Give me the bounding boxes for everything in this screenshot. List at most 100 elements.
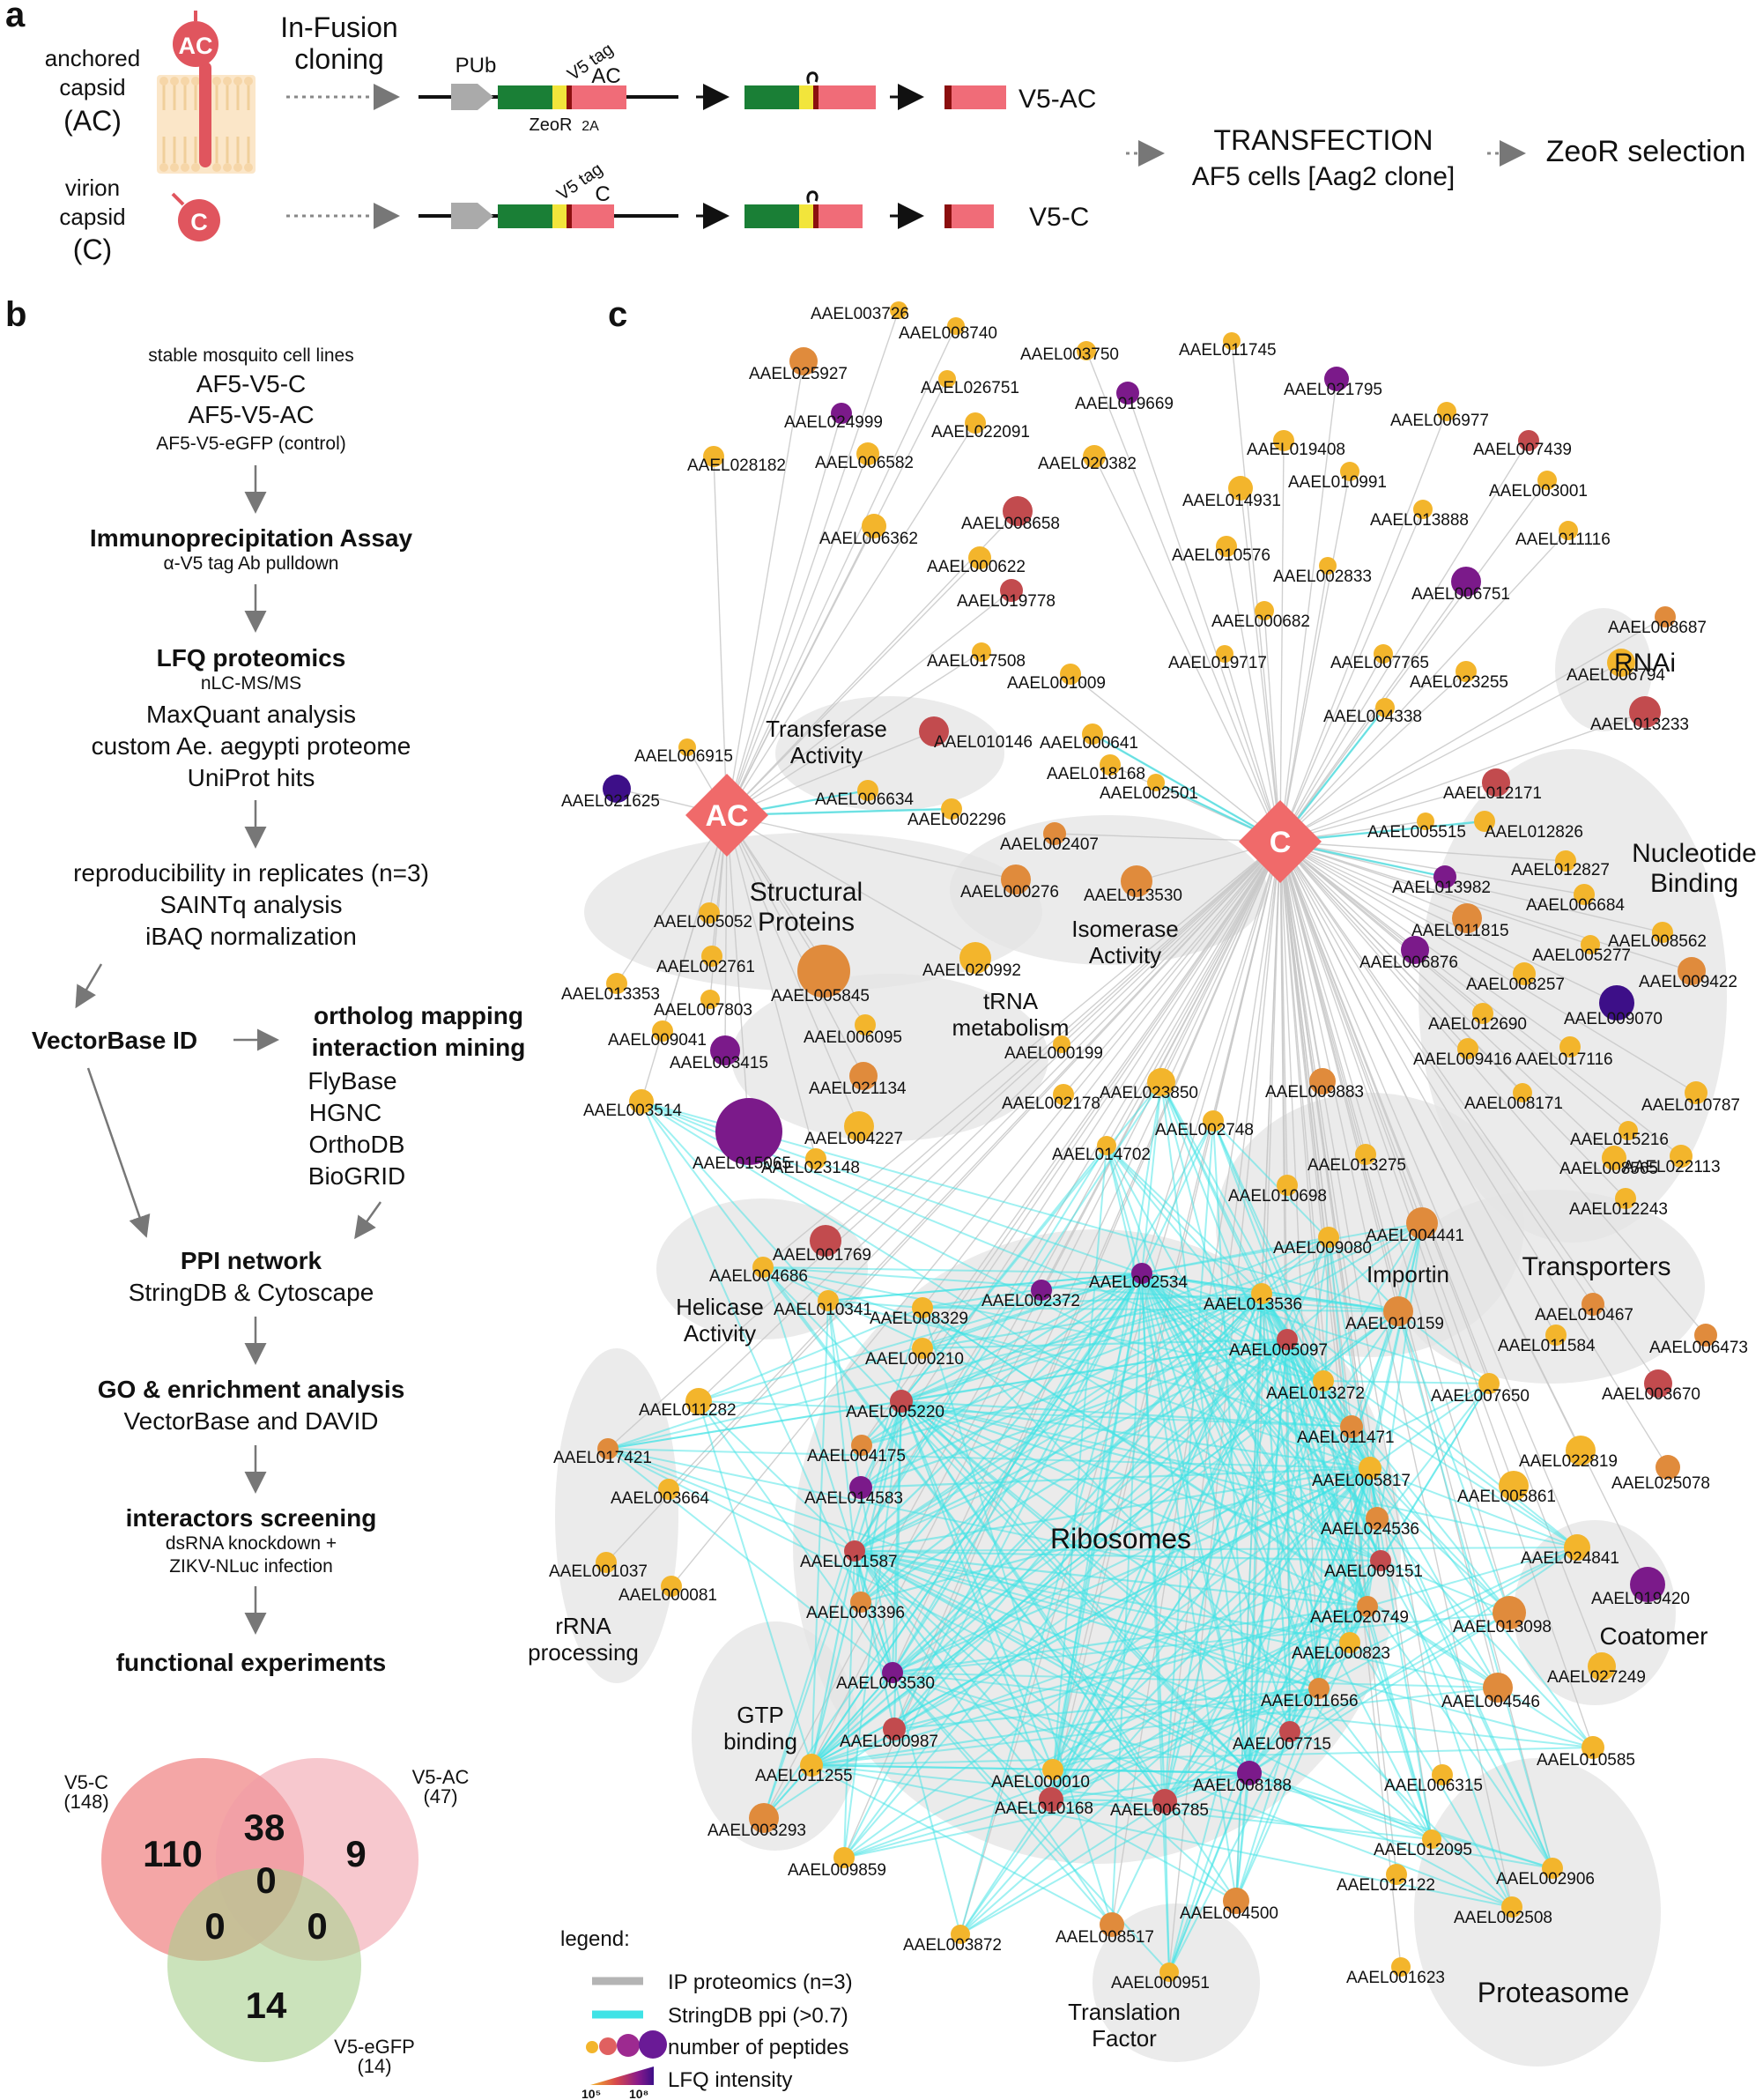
node-circle[interactable] xyxy=(1216,536,1237,557)
node-circle[interactable] xyxy=(849,1062,878,1090)
node-circle[interactable] xyxy=(1131,1263,1152,1284)
protein-node[interactable]: AAEL006095 xyxy=(804,1014,902,1047)
protein-node[interactable]: AAEL019669 xyxy=(1075,382,1174,413)
protein-node[interactable]: AAEL013982 xyxy=(1392,865,1491,897)
node-circle[interactable] xyxy=(1308,1678,1330,1699)
protein-node[interactable]: AAEL014931 xyxy=(1182,476,1281,510)
protein-node[interactable]: AAEL012826 xyxy=(1474,811,1583,842)
node-circle[interactable] xyxy=(1582,1293,1604,1316)
node-circle[interactable] xyxy=(1039,1787,1063,1812)
node-circle[interactable] xyxy=(1602,1146,1626,1170)
protein-node[interactable]: AAEL021625 xyxy=(561,775,660,811)
protein-node[interactable]: AAEL008565 xyxy=(1559,1146,1658,1178)
node-circle[interactable] xyxy=(1542,1858,1563,1879)
protein-node[interactable]: AAEL013888 xyxy=(1370,500,1469,530)
node-circle[interactable] xyxy=(1001,864,1031,894)
node-circle[interactable] xyxy=(1581,935,1600,954)
protein-node[interactable]: AAEL001009 xyxy=(1007,664,1106,693)
protein-node[interactable]: AAEL010585 xyxy=(1537,1736,1635,1770)
node-circle[interactable] xyxy=(1678,957,1706,985)
protein-node[interactable]: AAEL021795 xyxy=(1284,367,1382,399)
protein-node[interactable]: AAEL004686 xyxy=(709,1257,808,1286)
protein-node[interactable]: AAEL014583 xyxy=(804,1476,903,1508)
node-circle[interactable] xyxy=(1000,579,1023,602)
protein-node[interactable]: AAEL008562 xyxy=(1608,922,1707,951)
protein-node[interactable]: AAEL009422 xyxy=(1639,957,1737,991)
protein-node[interactable]: AAEL010467 xyxy=(1535,1293,1633,1325)
protein-node[interactable]: AAEL017116 xyxy=(1515,1036,1613,1069)
protein-node[interactable]: AAEL008687 xyxy=(1608,606,1707,637)
node-circle[interactable] xyxy=(1319,557,1337,575)
protein-node[interactable]: AAEL004500 xyxy=(1180,1888,1278,1923)
protein-node[interactable]: AAEL002407 xyxy=(1000,822,1099,854)
node-circle[interactable] xyxy=(1383,1296,1413,1326)
protein-node[interactable]: AAEL009151 xyxy=(1324,1550,1423,1581)
node-circle[interactable] xyxy=(1599,985,1634,1020)
node-circle[interactable] xyxy=(857,780,878,801)
node-circle[interactable] xyxy=(1159,1963,1179,1982)
node-circle[interactable] xyxy=(941,798,962,820)
node-circle[interactable] xyxy=(1615,1188,1636,1209)
node-circle[interactable] xyxy=(789,347,818,375)
protein-node[interactable]: AAEL009416 xyxy=(1413,1038,1512,1069)
protein-node[interactable]: AAEL007650 xyxy=(1431,1373,1530,1406)
node-circle[interactable] xyxy=(1559,521,1578,540)
protein-node[interactable]: AAEL002534 xyxy=(1089,1263,1188,1292)
node-circle[interactable] xyxy=(959,942,991,974)
node-circle[interactable] xyxy=(1147,1068,1175,1096)
protein-node[interactable]: AAEL007439 xyxy=(1473,430,1572,459)
protein-node[interactable]: AAEL003664 xyxy=(611,1479,709,1508)
node-circle[interactable] xyxy=(1386,1864,1407,1885)
node-circle[interactable] xyxy=(597,1438,619,1459)
protein-node[interactable]: AAEL005845 xyxy=(771,945,870,1005)
protein-node[interactable]: AAEL005220 xyxy=(846,1390,944,1421)
protein-node[interactable]: AAEL022113 xyxy=(1623,1145,1721,1176)
node-circle[interactable] xyxy=(1339,1632,1360,1653)
protein-node[interactable]: AAEL019420 xyxy=(1591,1567,1690,1608)
protein-node[interactable]: AAEL003530 xyxy=(836,1662,935,1693)
protein-node[interactable]: AAEL010146 xyxy=(919,716,1033,752)
node-circle[interactable] xyxy=(1652,922,1673,943)
protein-node[interactable]: AAEL010787 xyxy=(1641,1081,1740,1115)
protein-node[interactable]: AAEL006362 xyxy=(819,514,918,548)
node-circle[interactable] xyxy=(855,1014,876,1035)
node-circle[interactable] xyxy=(1340,462,1359,481)
protein-node[interactable]: AAEL002833 xyxy=(1273,557,1372,586)
node-circle[interactable] xyxy=(1228,476,1253,501)
protein-node[interactable]: AAEL002748 xyxy=(1155,1110,1254,1139)
node-circle[interactable] xyxy=(1357,1596,1378,1617)
node-circle[interactable] xyxy=(797,945,850,998)
node-circle[interactable] xyxy=(1216,645,1233,663)
protein-node[interactable]: AAEL013275 xyxy=(1307,1144,1406,1175)
node-circle[interactable] xyxy=(1223,332,1241,350)
protein-node[interactable]: AAEL011116 xyxy=(1515,521,1611,549)
node-circle[interactable] xyxy=(1255,601,1274,620)
node-circle[interactable] xyxy=(1060,664,1081,685)
protein-node[interactable]: AAEL003293 xyxy=(707,1803,806,1840)
protein-node[interactable]: AAEL002296 xyxy=(907,798,1006,829)
protein-node[interactable]: AAEL003001 xyxy=(1489,471,1588,501)
protein-node[interactable]: AAEL000010 xyxy=(991,1759,1090,1792)
protein-node[interactable]: AAEL012243 xyxy=(1569,1188,1668,1219)
node-circle[interactable] xyxy=(1433,865,1456,888)
node-circle[interactable] xyxy=(1370,1550,1391,1571)
protein-node[interactable]: AAEL006751 xyxy=(1411,567,1510,604)
protein-node[interactable]: AAEL005277 xyxy=(1532,935,1631,965)
node-circle[interactable] xyxy=(1082,723,1103,745)
protein-node[interactable]: AAEL018168 xyxy=(1047,754,1145,783)
protein-node[interactable]: AAEL004338 xyxy=(1323,698,1422,726)
protein-node[interactable]: AAEL006915 xyxy=(634,738,733,766)
protein-node[interactable]: AAEL000210 xyxy=(865,1338,964,1369)
protein-node[interactable]: AAEL005052 xyxy=(654,902,752,931)
protein-node[interactable]: AAEL009041 xyxy=(608,1020,707,1050)
node-circle[interactable] xyxy=(1457,1038,1478,1059)
protein-node[interactable]: AAEL003670 xyxy=(1602,1369,1700,1404)
protein-node[interactable]: AAEL007803 xyxy=(654,990,752,1020)
node-circle[interactable] xyxy=(1452,903,1482,933)
protein-node[interactable]: AAEL024841 xyxy=(1521,1534,1619,1568)
bait-diamond[interactable] xyxy=(1239,800,1322,883)
node-circle[interactable] xyxy=(1607,649,1635,677)
node-circle[interactable] xyxy=(851,1435,872,1456)
node-circle[interactable] xyxy=(1513,1083,1532,1102)
protein-node[interactable]: AAEL017421 xyxy=(553,1438,652,1467)
